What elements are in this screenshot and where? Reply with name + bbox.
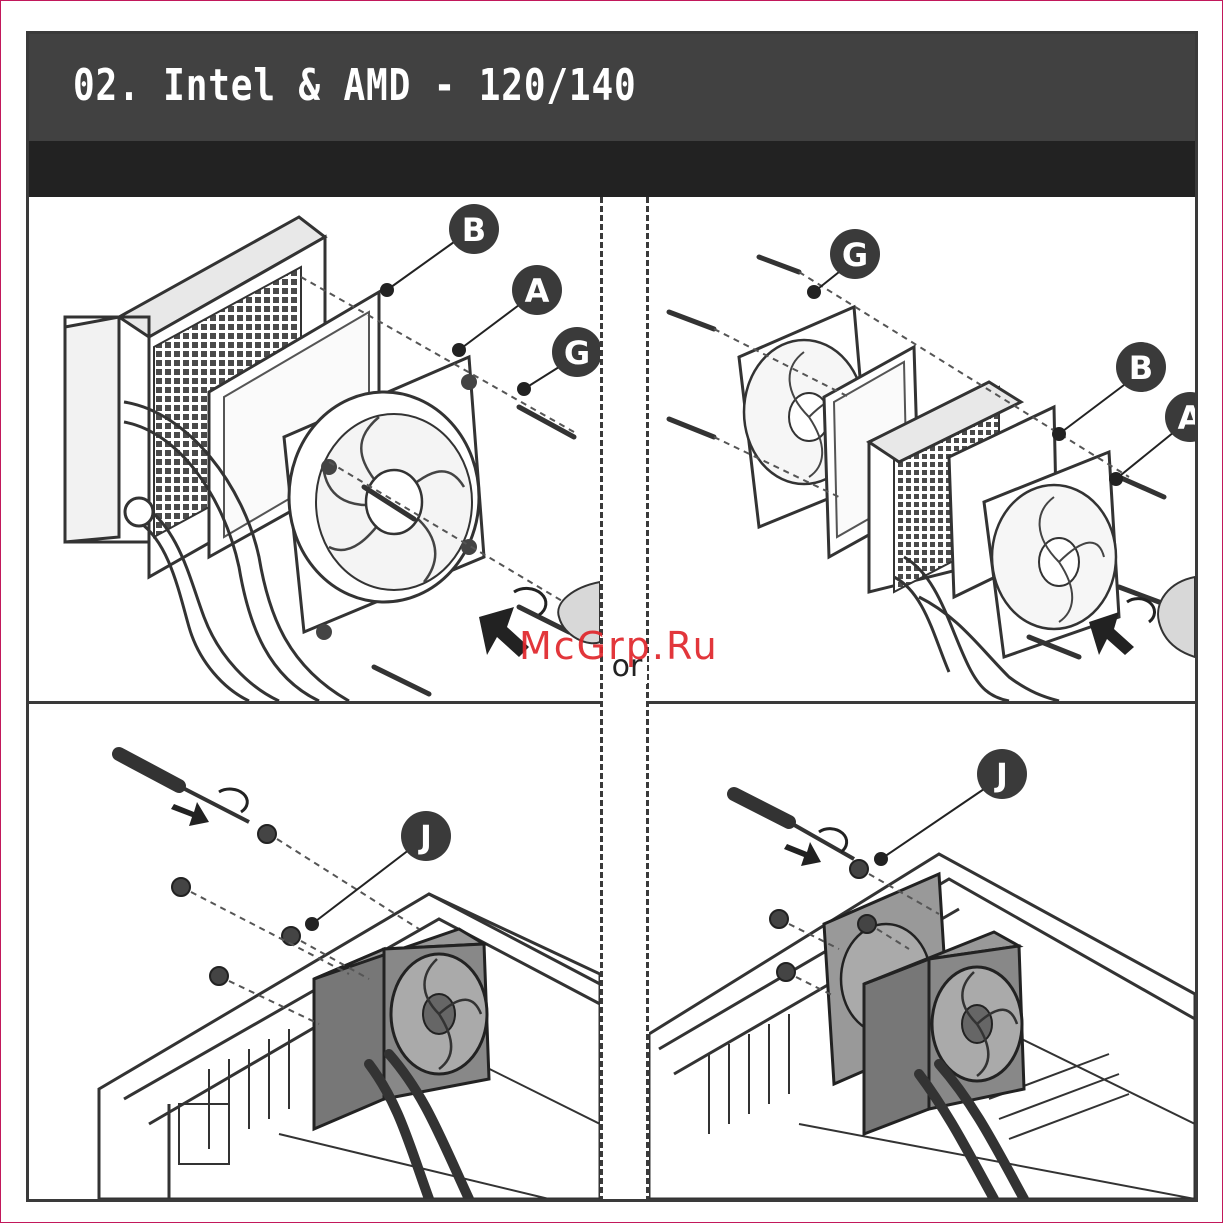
- push-arrow-icon: [784, 842, 821, 866]
- horizontal-divider-right: [649, 701, 1195, 704]
- screw-illustration: [172, 825, 300, 985]
- svg-text:B: B: [462, 211, 486, 249]
- hand-illustration: [1158, 577, 1195, 657]
- manual-page: 02. Intel & AMD - 120/140: [26, 31, 1198, 1202]
- svg-text:J: J: [418, 818, 432, 856]
- fan-illustration: [391, 954, 487, 1074]
- panel-single-fan-mount: B A G: [29, 197, 600, 701]
- svg-text:A: A: [525, 272, 550, 310]
- header-bar: 02. Intel & AMD - 120/140: [29, 34, 1195, 141]
- dashed-divider-left: [600, 197, 603, 1202]
- svg-text:B: B: [1129, 349, 1153, 387]
- subheader-bar: [29, 141, 1195, 197]
- dashed-divider-right: [646, 197, 649, 1202]
- panel-case-install-dual: J: [649, 704, 1195, 1199]
- callout-g: G: [517, 327, 600, 396]
- watermark: McGrp.Ru: [519, 624, 719, 668]
- svg-text:G: G: [564, 334, 590, 372]
- callout-j: J: [874, 749, 1027, 866]
- callout-g: G: [807, 229, 880, 299]
- case-install-dual-illustration: J: [649, 704, 1195, 1199]
- horizontal-divider-left: [29, 701, 600, 704]
- push-arrow-icon: [171, 802, 209, 826]
- case-install-single-illustration: J: [29, 704, 600, 1199]
- panel-case-install-single: J: [29, 704, 600, 1199]
- callout-b: B: [1052, 342, 1166, 441]
- callout-b: B: [380, 204, 499, 297]
- panel-dual-fan-mount: G B A: [649, 197, 1195, 701]
- svg-text:G: G: [842, 236, 868, 274]
- dual-fan-illustration: G B A: [649, 197, 1195, 701]
- svg-text:A: A: [1178, 399, 1195, 437]
- rotate-arrow-icon: [1127, 599, 1155, 622]
- callout-a: A: [452, 265, 562, 357]
- svg-text:J: J: [994, 756, 1008, 794]
- single-fan-illustration: B A G: [29, 197, 600, 701]
- page-title: 02. Intel & AMD - 120/140: [73, 60, 637, 111]
